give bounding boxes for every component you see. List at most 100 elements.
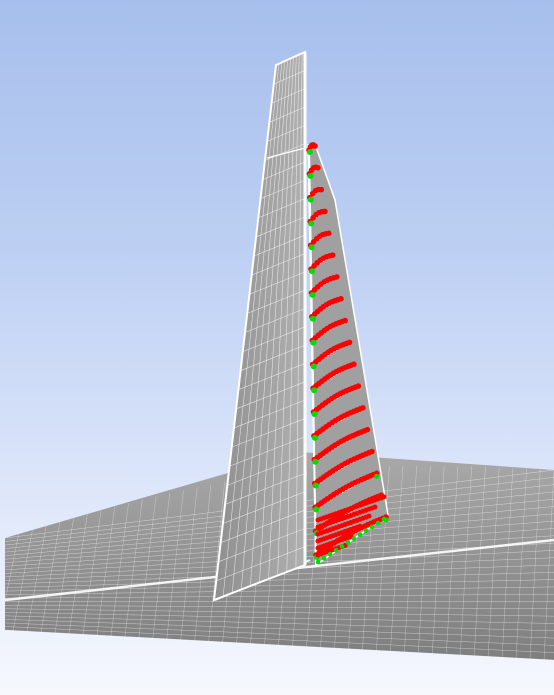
mainsail[interactable] [212, 50, 307, 602]
ground-grid-line [4, 572, 554, 588]
ground-grid-line [40, 521, 61, 634]
foot-edge-marker [339, 544, 345, 549]
leading-edge-marker [312, 482, 319, 489]
ground-grid-line [4, 626, 554, 653]
ground-grid-line [26, 525, 47, 633]
ground-grid-line [4, 629, 554, 661]
ground-grid-line [459, 466, 472, 656]
foot-edge-marker [369, 524, 375, 530]
mainsail-grid-line [222, 63, 280, 597]
mainsail-grid-line [277, 55, 297, 576]
ground-grid-line [431, 465, 445, 655]
foot-edge-marker [381, 516, 387, 522]
ground-grid-line [4, 604, 554, 610]
ground-grid-line [124, 499, 143, 638]
foot-edge-marker [351, 536, 357, 541]
ground-grid-line [501, 468, 514, 658]
ground-grid-line [404, 465, 417, 653]
section-point-marker [369, 448, 375, 455]
foot-edge-marker [315, 559, 321, 565]
ground-grid-line [4, 586, 554, 595]
mainsail-grid-line [250, 59, 288, 587]
ground-grid-line [96, 506, 116, 637]
mainsail-grid-line [259, 58, 291, 583]
ground-grid-line [110, 503, 129, 637]
section-point-marker [355, 383, 362, 389]
foot-edge-marker [345, 540, 351, 545]
ground-grid-line [166, 490, 184, 640]
mainsail-surface[interactable] [212, 50, 306, 602]
section-point-marker [333, 274, 340, 280]
forestay [308, 144, 317, 566]
section-point-markers[interactable] [306, 142, 389, 565]
section-point-marker [312, 143, 318, 149]
ground-grid-line [4, 615, 554, 632]
ground-grid-line [138, 496, 157, 639]
ground-grid-line [4, 608, 554, 617]
leading-edge-marker [311, 411, 318, 418]
leading-edge-marker [309, 291, 316, 298]
leading-edge-marker [313, 506, 320, 513]
ground-grid-line [4, 612, 554, 624]
ground-grid-line [180, 487, 198, 641]
section-point-marker [325, 230, 332, 237]
ground-grid-line [4, 619, 554, 639]
section-point-marker [322, 208, 328, 215]
leading-edge-marker [309, 268, 316, 275]
ground-grid-line [417, 465, 431, 654]
ground-grid-line [12, 529, 33, 632]
ground-grid-line [194, 484, 212, 642]
mainsail-grid-line [266, 147, 306, 159]
leading-edge-marker [308, 220, 315, 227]
section-point-marker [342, 317, 348, 324]
foot-edge-marker [363, 528, 369, 534]
ground-grid-line [152, 493, 170, 640]
ground-grid-line [208, 482, 225, 643]
foot-edge-marker [375, 520, 381, 526]
foot-edge-marker [357, 532, 363, 537]
ground-grid-line [390, 465, 404, 652]
section-point-marker [351, 361, 357, 368]
foot-edge-marker [321, 555, 327, 561]
foot-edge-marker [333, 548, 339, 553]
section-point-marker [366, 513, 372, 519]
mainsail-grid-line [268, 57, 294, 580]
ground-grid-line [529, 469, 541, 660]
section-point-marker [338, 295, 344, 302]
ground-grid-line [0, 533, 19, 627]
mainsail-grid-line [286, 54, 300, 573]
section-point-marker [329, 252, 336, 258]
section-point-marker [360, 405, 366, 411]
mainsail-grid-line [231, 62, 283, 594]
leading-edge-marker [312, 458, 319, 465]
leading-edge-marker [309, 315, 316, 322]
ground-grid-line [445, 466, 459, 655]
leading-edge-marker [307, 196, 314, 203]
ground-grid-line [473, 467, 486, 657]
foot-edge-marker [327, 551, 333, 557]
ground-grid-line [543, 469, 554, 661]
mainsail-grid-line [295, 53, 303, 569]
ground-grid-line [515, 468, 527, 659]
section-point-marker [357, 523, 363, 529]
mainsail-mesh-lines [216, 53, 306, 597]
section-point-marker [318, 186, 325, 193]
leading-edge-marker [307, 172, 314, 179]
leading-edge-marker [310, 339, 317, 346]
section-point-marker [315, 165, 321, 171]
leading-edge-marker [311, 387, 318, 394]
section-point-marker [381, 494, 387, 500]
ground-grid-line [54, 517, 74, 634]
ground-grid-line [0, 537, 6, 563]
ground-grid-line [487, 467, 500, 658]
ground-grid-line [82, 510, 102, 636]
section-point-marker [372, 504, 378, 510]
ground-grid-line [4, 622, 554, 646]
leading-edge-marker [307, 149, 313, 155]
leading-edge-marker [310, 363, 317, 370]
section-point-marker [346, 339, 353, 346]
section-point-marker [364, 426, 371, 433]
leading-edge-marker [308, 244, 315, 251]
